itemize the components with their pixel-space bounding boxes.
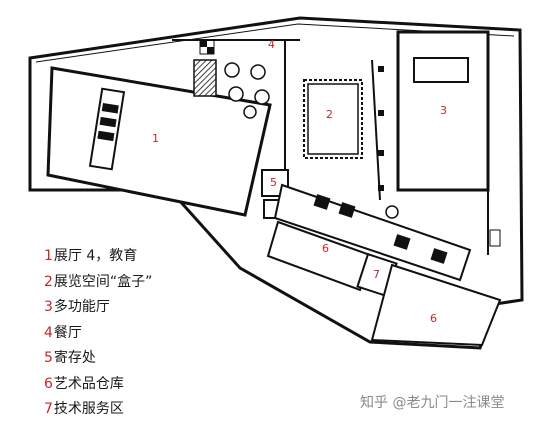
legend-item: 3多功能厅 [44,295,284,321]
legend-item: 5寄存处 [44,346,284,372]
restaurant-stair [193,59,217,97]
corridor-columns [378,66,384,191]
legend-item: 2展览空间“盒子” [44,270,284,296]
legend-number: 3 [44,299,53,315]
art-storage-6a [266,220,372,292]
legend-number: 5 [44,350,53,366]
room-label-6b: 6 [430,312,437,325]
box-exhibition-2 [303,79,363,159]
legend-text: 艺术品仓库 [53,375,124,392]
legend-item: 6艺术品仓库 [44,372,284,398]
legend-text: 餐厅 [53,324,82,341]
room-label-2: 2 [326,108,333,121]
art-storage-6b [370,263,502,347]
corridor-wall [371,59,381,201]
legend-item: 1展厅 4，教育 [44,244,284,270]
room-label-4: 4 [268,38,275,51]
watermark: 知乎 @老九门一注课堂 [360,395,505,411]
room-label-7: 7 [373,268,380,281]
legend-number: 6 [44,375,53,392]
legend-item: 7技术服务区 [44,397,284,423]
display-case [97,103,119,142]
legend-number: 2 [44,273,53,290]
legend-text: 技术服务区 [53,401,124,417]
tile-grid [199,39,215,55]
legend-number: 7 [44,401,53,417]
right-stair [489,229,501,247]
restaurant-tables [224,62,270,119]
storage-column [385,205,399,219]
legend-text: 寄存处 [53,350,96,366]
legend: 1展厅 4，教育 2展览空间“盒子” 3多功能厅 4餐厅 5寄存处 6艺术品仓库… [44,244,284,423]
room-label-3: 3 [440,104,447,117]
room-label-6a: 6 [322,242,329,255]
room-label-5: 5 [270,176,277,189]
legend-text: 展厅 4，教育 [53,248,138,264]
legend-number: 4 [44,324,53,341]
box-core [307,83,359,155]
legend-item: 4餐厅 [44,321,284,347]
legend-text: 多功能厅 [53,299,110,315]
legend-text: 展览空间“盒子” [53,273,153,290]
room-label-1: 1 [152,132,159,145]
hall-3-stage [413,57,469,83]
storage-shelves [313,194,448,264]
legend-number: 1 [44,248,53,264]
